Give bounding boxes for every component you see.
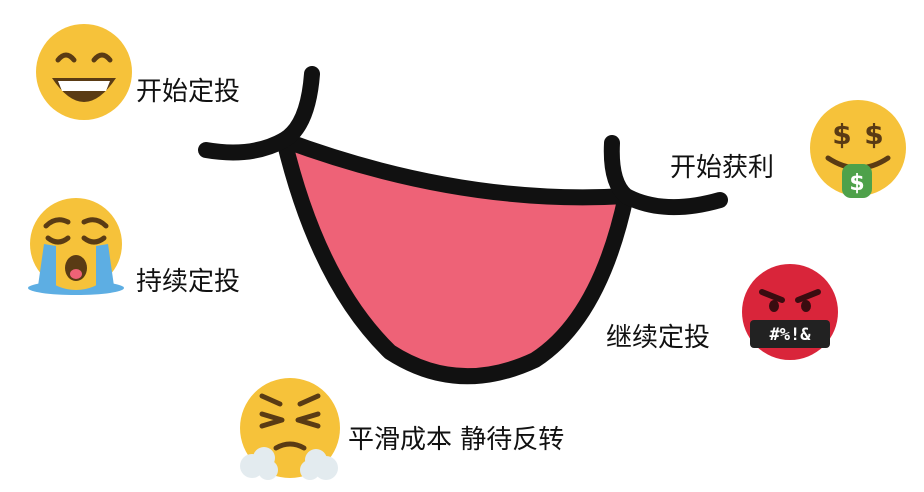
steam-face-icon (240, 378, 340, 480)
mouth-right-dimple (603, 135, 728, 216)
crying-face-icon (28, 198, 124, 295)
dollar-tongue: $ (849, 171, 864, 196)
mouth-interior (276, 132, 634, 385)
mouth-left-dimple (198, 66, 320, 161)
label-smooth-cost-wait: 平滑成本 静待反转 (348, 425, 564, 455)
money-mouth-face-icon: $ $ $ (810, 100, 906, 198)
label-keep-investing: 持续定投 (136, 267, 240, 297)
dollar-eye-right: $ (864, 118, 883, 151)
label-start-investing: 开始定投 (136, 77, 240, 107)
grinning-face-icon (36, 24, 132, 120)
label-start-profit: 开始获利 (670, 153, 774, 183)
cursing-face-icon: #%!& (742, 264, 838, 360)
label-continue-investing: 继续定投 (606, 323, 710, 353)
money-tongue (842, 164, 872, 198)
smile-mouth (198, 66, 728, 385)
cursing-symbols: #%!& (770, 325, 812, 345)
dollar-eye-left: $ (832, 118, 851, 151)
cursing-symbols-box (750, 320, 830, 348)
